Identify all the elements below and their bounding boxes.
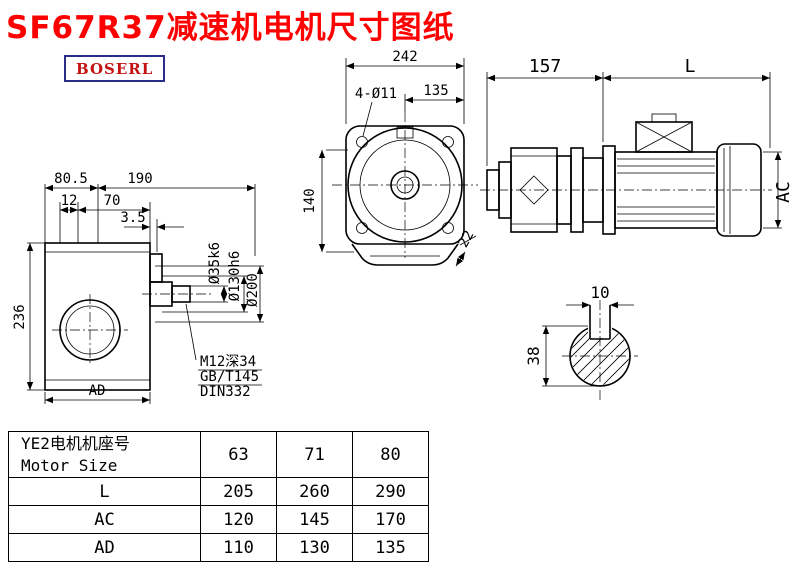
dimension-table: YE2电机机座号 Motor Size 63 71 80 L 205 260 2… <box>8 431 429 562</box>
side-view: 80.5 190 12 70 3.5 236 AD Ø35k6 Ø130h6 <box>12 171 264 404</box>
value-cell: 170 <box>352 505 429 534</box>
dia-shaft-label: Ø35k6 <box>207 242 223 284</box>
dim-242-label: 242 <box>392 49 417 65</box>
value-cell: 130 <box>276 533 353 562</box>
value-cell: 260 <box>276 477 353 506</box>
logo-text: BOSERL <box>76 60 154 78</box>
dim-ac-label: AC <box>773 181 794 203</box>
row-label-AC: AC <box>8 505 201 534</box>
value-cell: 205 <box>200 477 277 506</box>
row-label-AD: AD <box>8 533 201 562</box>
size-63-cell: 63 <box>200 431 277 478</box>
page-title: SF67R37减速机电机尺寸图纸 <box>6 10 455 46</box>
tap-note-label: M12深34 <box>200 354 256 370</box>
header-en: Motor Size <box>21 455 118 475</box>
dim-22-label: 22 <box>455 228 477 250</box>
std-din332-label: DIN332 <box>200 384 251 400</box>
header-cn: YE2电机机座号 <box>21 433 130 453</box>
dia-flange-label: Ø200 <box>245 273 261 307</box>
front-view: 242 135 4-Ø11 140 22 <box>302 49 478 267</box>
dim-ad-label: AD <box>89 383 106 399</box>
table-row: L 205 260 290 <box>8 477 429 506</box>
value-cell: 290 <box>352 477 429 506</box>
dim-10-label: 10 <box>590 283 609 302</box>
holes-note-label: 4-Ø11 <box>355 86 397 102</box>
dim-190-label: 190 <box>127 171 152 187</box>
dim-3-5-label: 3.5 <box>120 210 145 226</box>
value-cell: 135 <box>352 533 429 562</box>
dim-80-5-label: 80.5 <box>54 171 88 187</box>
motor-size-header-cell: YE2电机机座号 Motor Size <box>8 431 201 478</box>
dim-236-label: 236 <box>12 304 28 329</box>
technical-drawing: 80.5 190 12 70 3.5 236 AD Ø35k6 Ø130h6 <box>12 49 794 404</box>
dim-140-label: 140 <box>302 188 318 213</box>
value-cell: 120 <box>200 505 277 534</box>
row-label-L: L <box>8 477 201 506</box>
dia-spigot-label: Ø130h6 <box>227 251 243 302</box>
table-header-row: YE2电机机座号 Motor Size 63 71 80 <box>8 431 429 478</box>
dim-135-label: 135 <box>423 83 448 99</box>
size-80-cell: 80 <box>352 431 429 478</box>
dim-l-label: L <box>685 56 696 77</box>
motor-view: 157 L AC <box>480 56 794 237</box>
dim-157-label: 157 <box>529 56 562 77</box>
dim-12-label: 12 <box>61 193 78 209</box>
boserl-logo: BOSERL <box>64 55 166 82</box>
table-row: AD 110 130 135 <box>8 533 429 562</box>
size-71-cell: 71 <box>276 431 353 478</box>
table-row: AC 120 145 170 <box>8 505 429 534</box>
std-gbt145-label: GB/T145 <box>200 369 259 385</box>
value-cell: 145 <box>276 505 353 534</box>
dim-38-label: 38 <box>524 346 543 365</box>
dim-70-label: 70 <box>104 193 121 209</box>
shaft-section-view: 10 38 <box>524 283 638 400</box>
value-cell: 110 <box>200 533 277 562</box>
